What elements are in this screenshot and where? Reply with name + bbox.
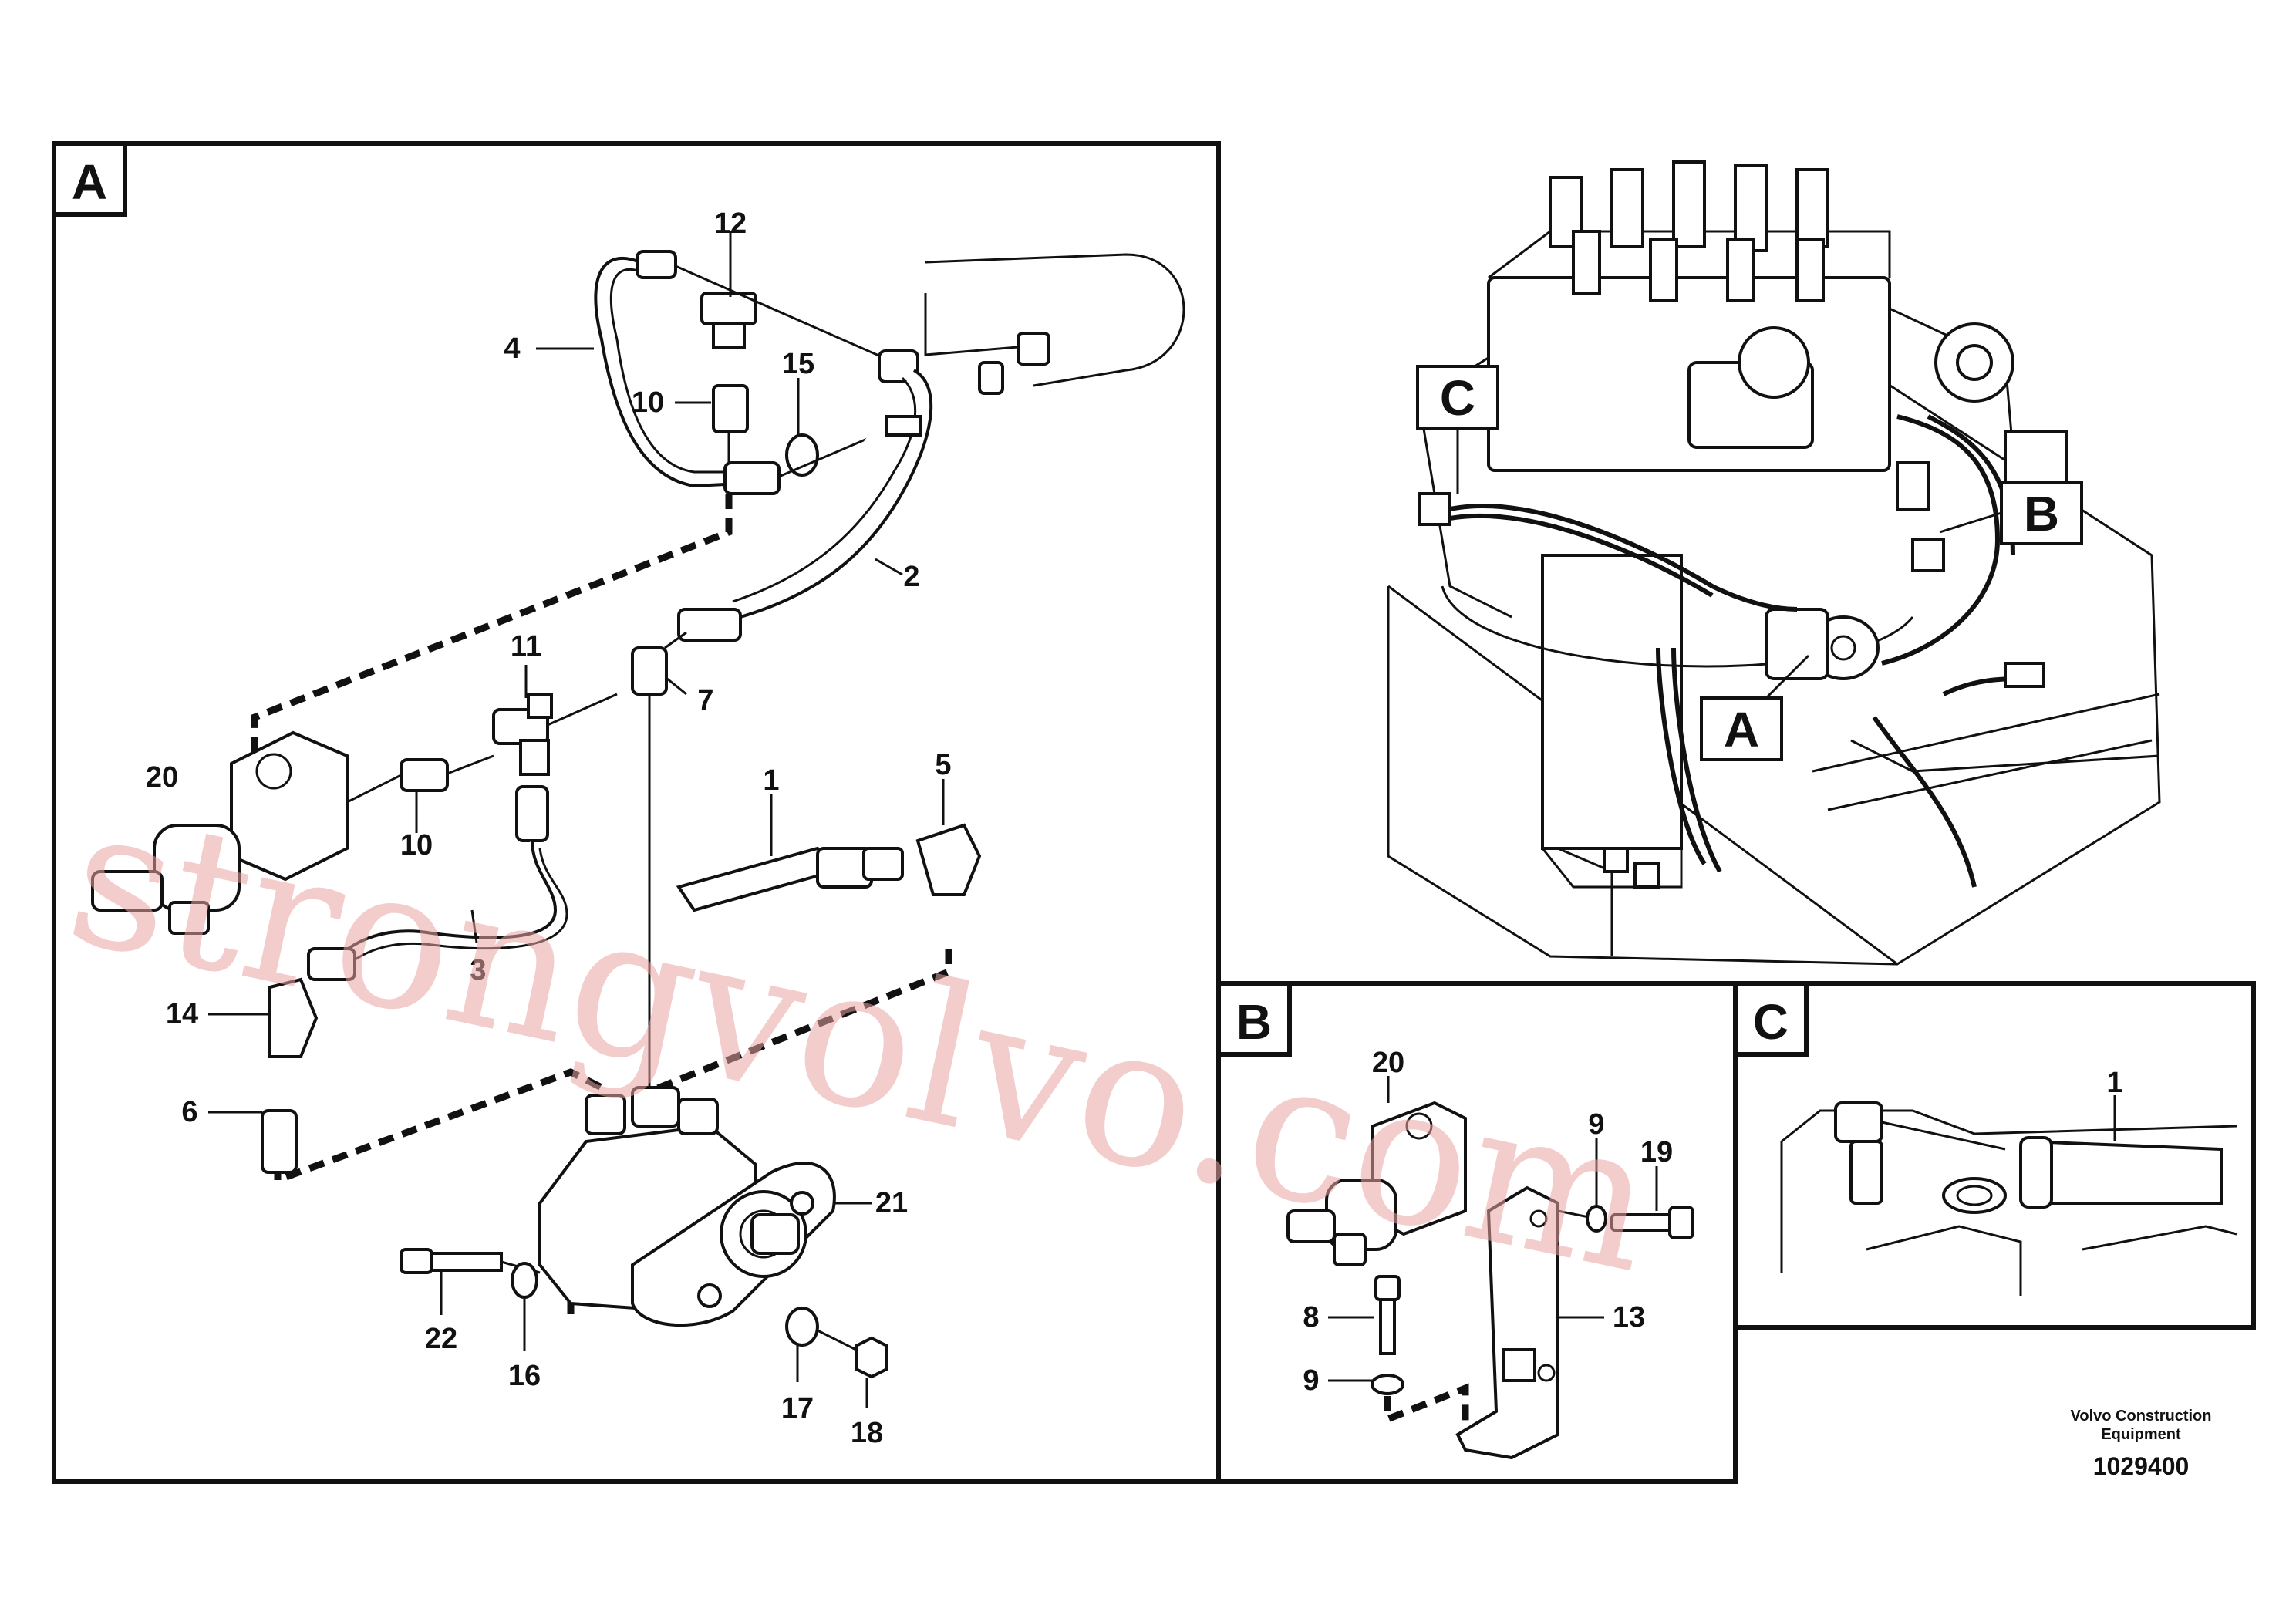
panel-b-callouts: 20 9 19 8 9 13 — [1303, 1047, 1673, 1397]
callout-14: 14 — [166, 998, 198, 1030]
callout-5: 5 — [935, 749, 951, 781]
overview-tag-b: B — [2024, 486, 2059, 541]
callout-c-1: 1 — [2106, 1067, 2122, 1099]
callout-15: 15 — [782, 348, 814, 380]
panel-c: C — [1733, 981, 2256, 1330]
company-name-line1: Volvo Construction — [2071, 1408, 2212, 1425]
panel-b-label: B — [1236, 994, 1272, 1050]
callout-b-9-upper: 9 — [1588, 1108, 1604, 1141]
callout-b-19: 19 — [1640, 1136, 1673, 1168]
callout-18: 18 — [851, 1417, 883, 1449]
callout-22: 22 — [425, 1323, 457, 1355]
callout-7: 7 — [697, 684, 713, 717]
callout-6: 6 — [181, 1096, 197, 1128]
callout-20: 20 — [146, 761, 178, 794]
drawing-number: 1029400 — [2093, 1452, 2190, 1480]
panel-a: A — [52, 141, 1221, 1484]
overview-tag-c: C — [1440, 370, 1475, 426]
company-name-line2: Equipment — [2101, 1426, 2181, 1443]
panel-c-callouts: 1 — [2106, 1067, 2123, 1141]
panel-b: B — [1216, 981, 1738, 1484]
footer: Volvo Construction Equipment 1029400 — [2071, 1408, 2212, 1480]
callout-10-upper: 10 — [632, 386, 664, 419]
callout-b-9-lower: 9 — [1303, 1364, 1319, 1397]
callout-16: 16 — [508, 1360, 541, 1392]
callout-21: 21 — [875, 1187, 908, 1219]
panel-c-label: C — [1753, 994, 1789, 1050]
callout-b-13: 13 — [1613, 1301, 1645, 1334]
callout-12: 12 — [714, 207, 747, 240]
callout-10-lower: 10 — [400, 829, 433, 862]
callout-2: 2 — [903, 561, 919, 593]
callout-b-20: 20 — [1372, 1047, 1404, 1079]
callout-1: 1 — [763, 764, 779, 797]
callout-b-8: 8 — [1303, 1301, 1319, 1334]
callout-11: 11 — [511, 630, 541, 663]
callout-4: 4 — [504, 332, 520, 365]
overview-illustration: C B A — [1387, 160, 2161, 966]
overview-tag-a: A — [1724, 702, 1759, 757]
panel-a-callouts: 12 4 10 15 2 7 11 20 10 1 5 3 14 6 21 22… — [146, 207, 952, 1449]
panel-a-label: A — [72, 154, 107, 210]
callout-17: 17 — [781, 1392, 814, 1425]
callout-3: 3 — [470, 954, 486, 986]
